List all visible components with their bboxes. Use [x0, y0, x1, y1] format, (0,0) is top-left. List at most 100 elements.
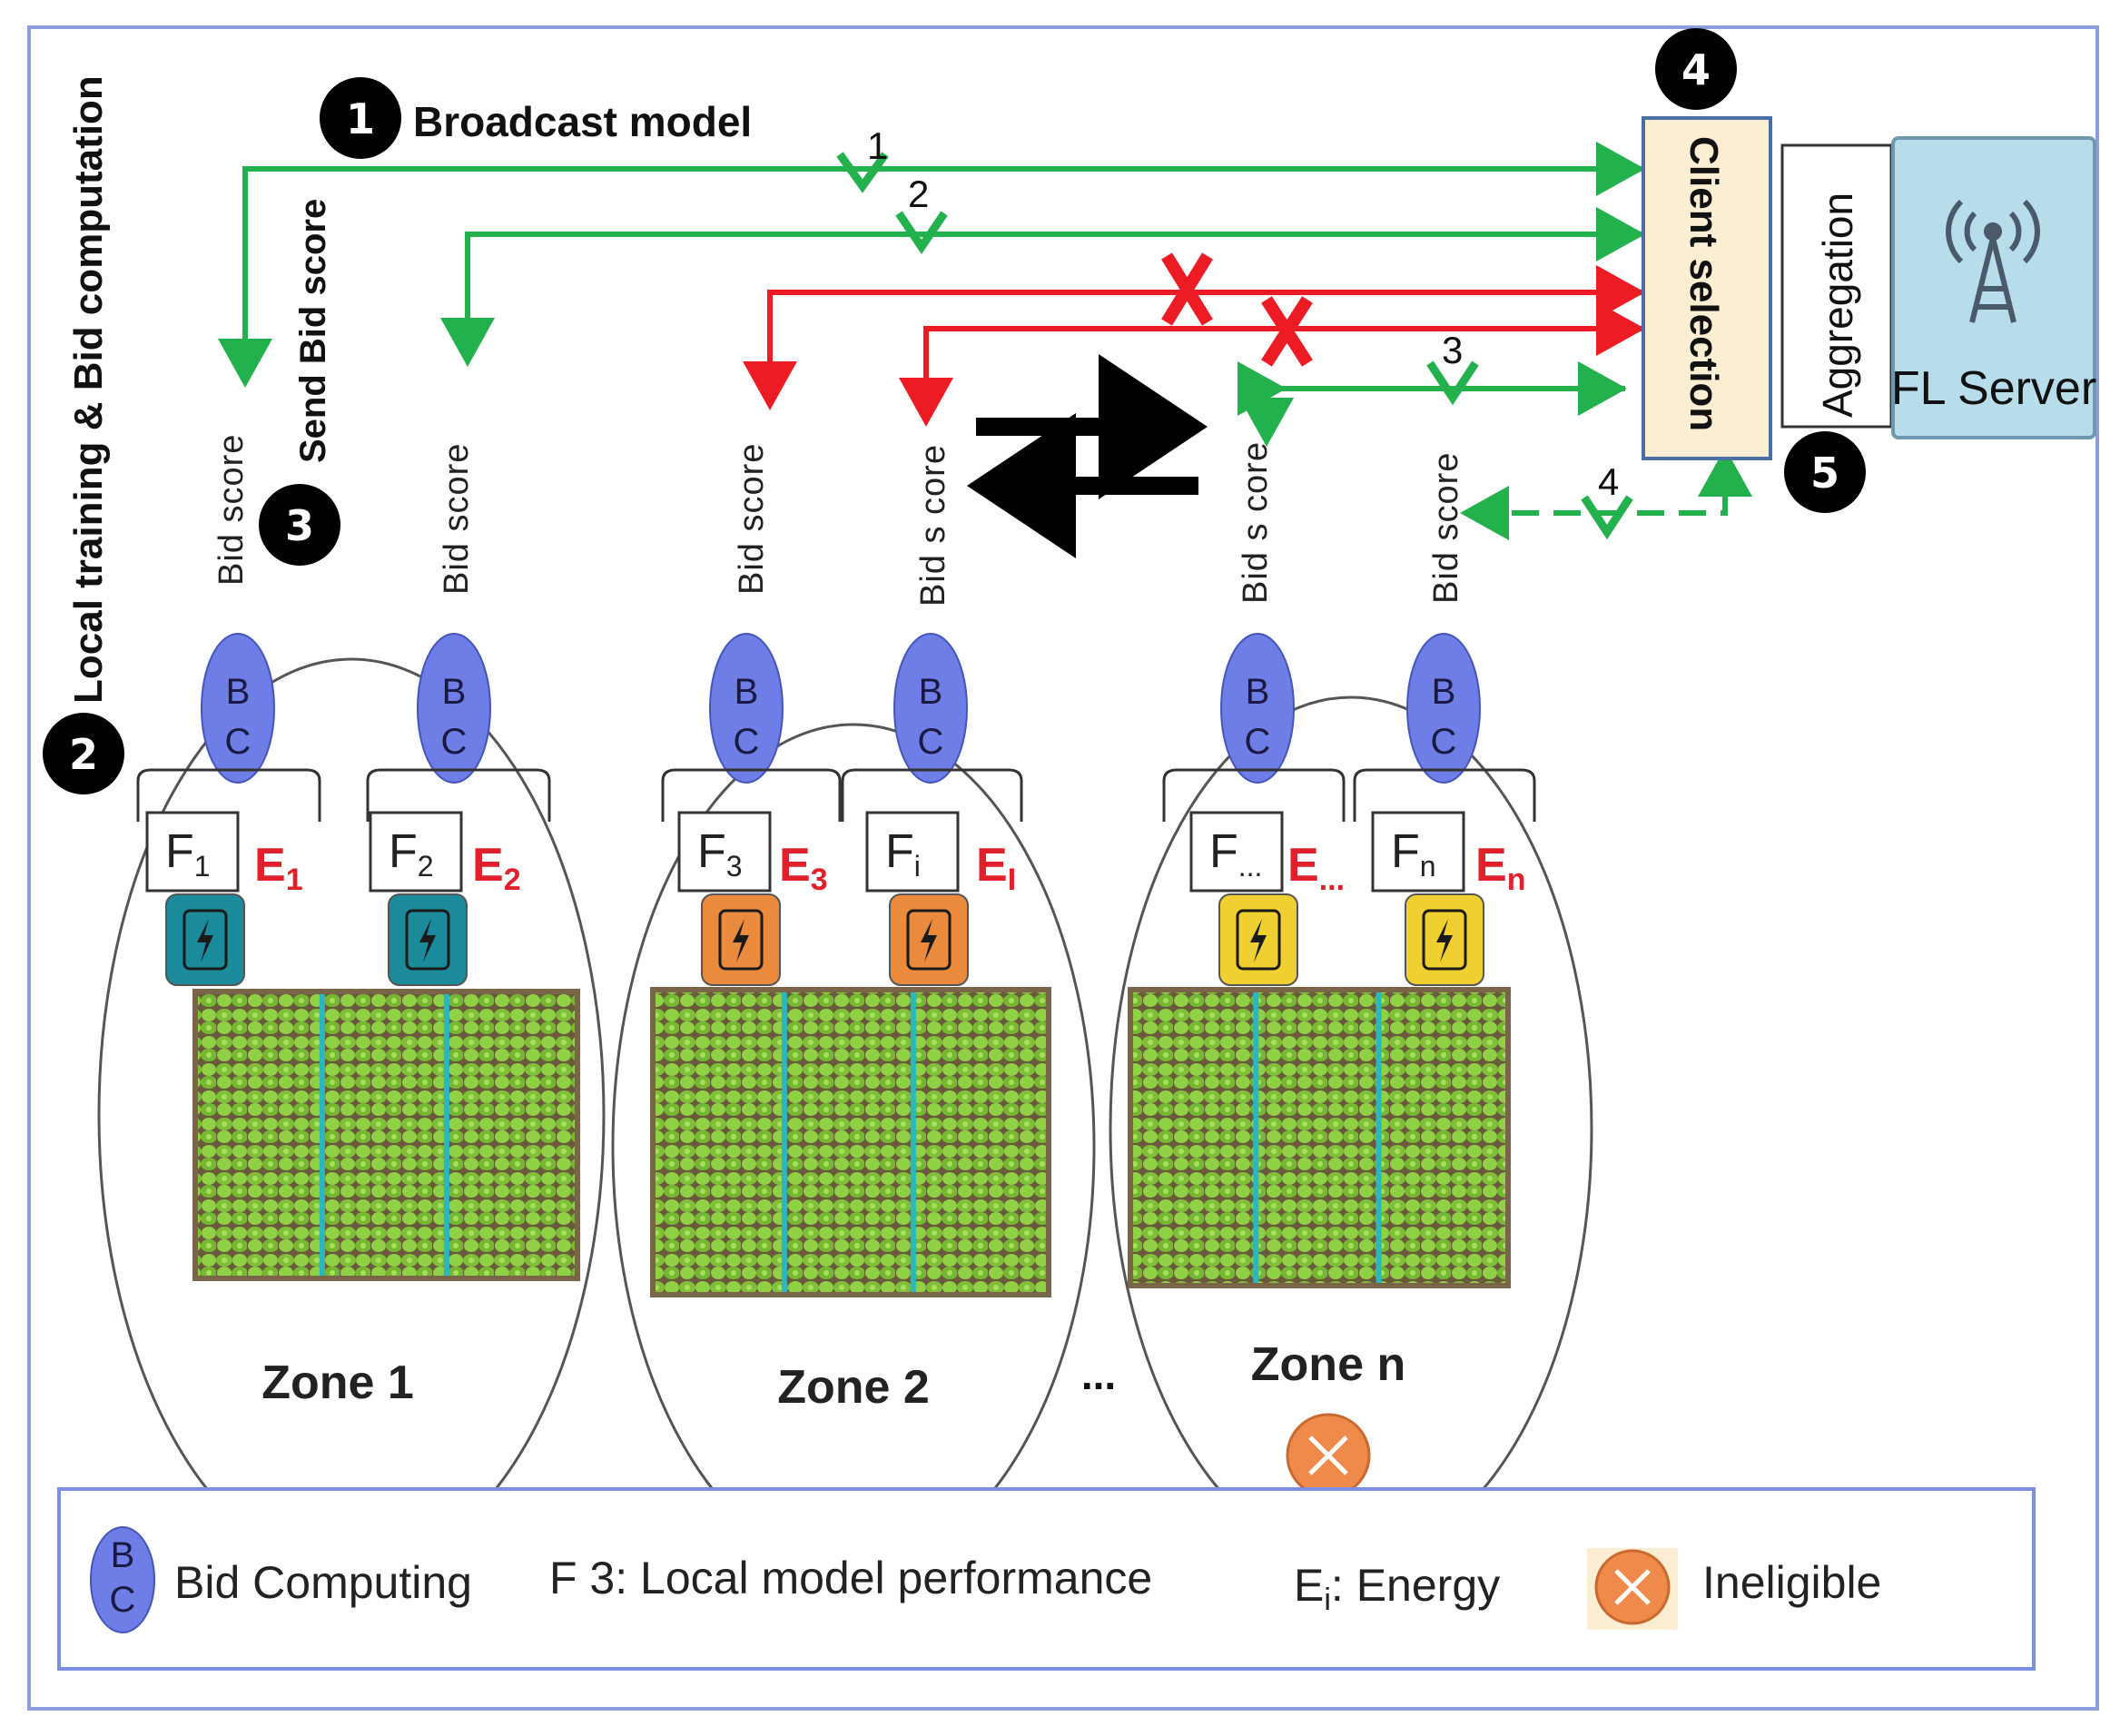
- step-1-label: Broadcast model: [413, 98, 752, 145]
- fl-server-label: FL Server: [1891, 362, 2096, 415]
- bid-score-label-5: Bid s core: [1237, 441, 1275, 604]
- client-node-5: BC F... E...: [1162, 633, 1346, 986]
- step-3-number: 3: [285, 501, 314, 550]
- bc-letter-c: C: [441, 722, 468, 762]
- arrow-label-4: 4: [1598, 460, 1619, 503]
- bc-letter-b: B: [1432, 672, 1456, 712]
- bid-computing-node: [1406, 633, 1481, 784]
- reject-x-2: [1261, 296, 1313, 367]
- performance-box: [145, 811, 240, 893]
- performance-label: F...: [1209, 825, 1262, 883]
- bc-letter-b: B: [919, 672, 943, 712]
- reject-x-1: [1161, 252, 1213, 326]
- energy-label: E1: [254, 839, 303, 897]
- client-brace: [136, 768, 321, 822]
- bc-letter-c: C: [1245, 722, 1271, 762]
- performance-label: Fn: [1391, 825, 1436, 883]
- bid-score-label-2: Bid score: [438, 443, 476, 595]
- performance-box: [1371, 811, 1465, 893]
- v-marker-1: [836, 152, 889, 193]
- bc-letter-b: B: [1246, 672, 1270, 712]
- step-5-badge: [1784, 431, 1866, 513]
- performance-box: [865, 811, 960, 893]
- bc-letter-c: C: [918, 722, 944, 762]
- bc-letter-b: B: [226, 672, 251, 712]
- energy-label: En: [1475, 839, 1525, 897]
- bc-letter-b: B: [442, 672, 467, 712]
- client-brace: [661, 768, 842, 822]
- client-brace: [1162, 768, 1346, 822]
- step-1: 1 Broadcast model: [320, 77, 752, 159]
- arrow-rejected-2: [899, 326, 1643, 427]
- performance-box: [677, 811, 772, 893]
- performance-label: F1: [165, 825, 211, 883]
- bid-score-label-1: Bid score: [212, 434, 251, 586]
- step-3-label: Send Bid score: [293, 199, 333, 463]
- client-node-4: BC Fi EI: [841, 633, 1023, 986]
- legend-energy: Ei: Energy: [1294, 1560, 1500, 1617]
- aggregation-label: Aggregation: [1814, 192, 1861, 418]
- step-2-label: Local training & Bid computation: [66, 75, 111, 704]
- arrow-rejected-1: [743, 290, 1643, 410]
- legend-box: [57, 1487, 2036, 1671]
- legend: B C Bid Computing F 3: Local model perfo…: [57, 1487, 2036, 1671]
- step-2: 2 Local training & Bid computation: [43, 75, 124, 794]
- antenna-icon: [1946, 199, 2040, 323]
- v-marker-2: [895, 211, 948, 255]
- server-block: Client selection Aggregation FL Server: [1642, 116, 2096, 460]
- bid-score-label-6: Bid score: [1427, 452, 1465, 604]
- svg-text:C: C: [110, 1580, 136, 1620]
- client-selection-box: [1642, 116, 1772, 460]
- step-4: 4: [1655, 28, 1737, 110]
- bc-letter-c: C: [734, 722, 760, 762]
- bid-score-label-4: Bid s core: [914, 444, 952, 607]
- bid-score-label-3: Bid score: [733, 443, 771, 595]
- client-brace: [1353, 768, 1536, 822]
- arrow-label-1: 1: [867, 124, 888, 167]
- energy-label: EI: [976, 839, 1016, 897]
- arrow-broadcast-2: [440, 232, 1643, 367]
- step-2-number: 2: [69, 730, 98, 779]
- bc-letter-c: C: [225, 722, 251, 762]
- step-3-badge: [259, 484, 340, 566]
- step-4-number: 4: [1681, 45, 1711, 94]
- bid-computing-node: [1220, 633, 1295, 784]
- ineligible-icon: [1286, 1413, 1371, 1498]
- exchange-arrows: [967, 354, 1208, 558]
- step-2-badge: [43, 713, 124, 794]
- client-brace: [841, 768, 1023, 822]
- zone-1-label: Zone 1: [261, 1356, 414, 1409]
- performance-box: [369, 811, 463, 893]
- bid-computing-node: [893, 633, 968, 784]
- legend-ineligible: Ineligible: [1702, 1557, 1881, 1608]
- legend-bid-computing: Bid Computing: [174, 1557, 472, 1608]
- v-marker-4: [1581, 495, 1633, 540]
- step-4-badge: [1655, 28, 1737, 110]
- outer-frame: [27, 25, 2099, 1711]
- client-brace: [366, 768, 551, 822]
- bid-computing-node: [417, 633, 491, 784]
- performance-label: Fi: [885, 825, 921, 883]
- bc-letter-b: B: [735, 672, 759, 712]
- client-selection-label: Client selection: [1681, 136, 1726, 431]
- legend-bc-icon: B C: [90, 1526, 155, 1633]
- reject-x-marks: [1161, 252, 1313, 367]
- arrow-label-3: 3: [1442, 329, 1463, 371]
- energy-label: E3: [779, 839, 828, 897]
- bid-computing-node: [201, 633, 275, 784]
- legend-local-model-performance: F 3: Local model performance: [549, 1553, 1152, 1603]
- energy-label: E...: [1287, 839, 1345, 897]
- zone-2-label: Zone 2: [777, 1361, 930, 1414]
- aggregation-box: [1780, 143, 1893, 429]
- arrow-broadcast-1: [218, 166, 1643, 388]
- zone-n-label: Zone n: [1251, 1338, 1405, 1391]
- step-3: 3 Send Bid score: [259, 199, 340, 566]
- step-1-badge: [320, 77, 401, 159]
- performance-label: F2: [389, 825, 434, 883]
- zones-ellipsis: ...: [1081, 1351, 1116, 1398]
